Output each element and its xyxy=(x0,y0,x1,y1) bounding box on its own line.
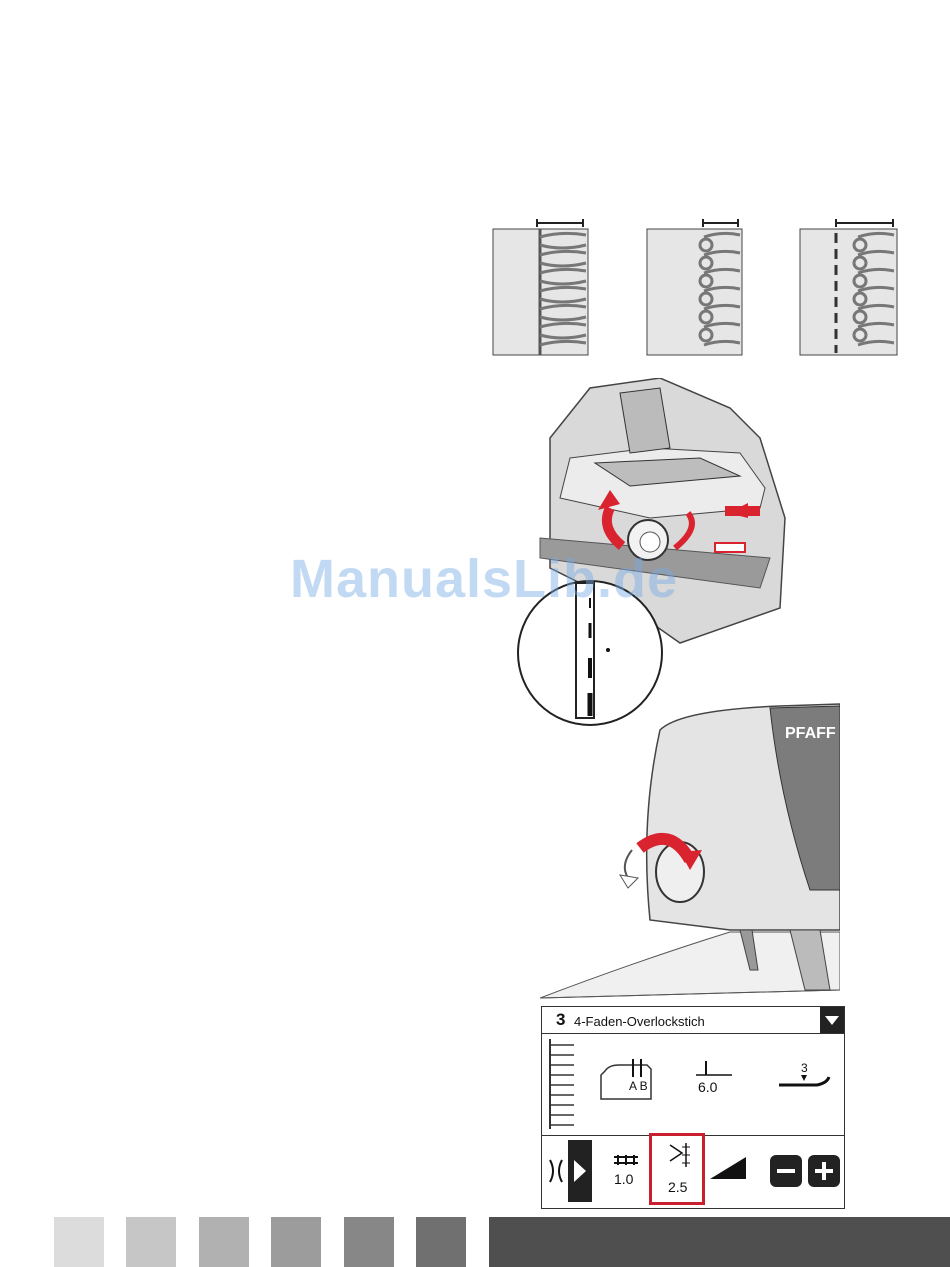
footer-block-4 xyxy=(271,1217,321,1267)
footer-bar xyxy=(489,1217,950,1267)
footer-block-5 xyxy=(344,1217,394,1267)
brand-logo: PFAFF xyxy=(785,725,836,742)
cut-width-button[interactable]: 6.0 xyxy=(692,1059,742,1099)
stitch-sample-left-needle xyxy=(800,219,897,355)
scroll-left-button[interactable] xyxy=(542,1140,592,1202)
cut-width-icon xyxy=(692,1059,742,1079)
footer-block-3 xyxy=(199,1217,249,1267)
stitch-length-button[interactable]: 1.0 xyxy=(610,1153,644,1193)
stitch-sample-right-needle xyxy=(647,219,742,355)
dropdown-arrow-icon[interactable] xyxy=(820,1007,844,1033)
ramp-icon xyxy=(708,1155,748,1181)
presser-foot-pressure-button[interactable]: 3 xyxy=(777,1061,832,1101)
selection-highlight xyxy=(649,1133,705,1205)
cut-width-value: 6.0 xyxy=(698,1079,717,1095)
watermark: ManualsLib.de xyxy=(290,548,678,610)
plus-icon xyxy=(808,1155,840,1187)
stitch-length-value: 1.0 xyxy=(614,1171,633,1187)
stitch-length-icon xyxy=(610,1153,644,1169)
stitch-name: 4-Faden-Overlockstich xyxy=(574,1014,705,1029)
stitch-diagrams-svg xyxy=(490,215,910,360)
minus-icon xyxy=(770,1155,802,1187)
footer-block-2 xyxy=(126,1217,176,1267)
needle-position-button[interactable]: A B xyxy=(597,1055,653,1103)
plus-button[interactable] xyxy=(808,1155,840,1187)
machine-front-illustration: PFAFF xyxy=(540,700,840,1005)
stitch-display-panel: 3 4-Faden-Overlockstich A B 6.0 3 xyxy=(541,1006,845,1209)
stitch-sample-wide xyxy=(493,219,588,355)
play-arrow-icon xyxy=(542,1140,592,1202)
stitch-number: 3 xyxy=(556,1010,565,1030)
minus-button[interactable] xyxy=(770,1155,802,1187)
needle-labels: A B xyxy=(629,1079,648,1093)
presser-foot-icon xyxy=(777,1073,832,1095)
stitch-preview-icon xyxy=(544,1037,578,1131)
footer-block-1 xyxy=(54,1217,104,1267)
stitch-selector[interactable]: 3 4-Faden-Overlockstich xyxy=(542,1007,844,1034)
footer-block-6 xyxy=(416,1217,466,1267)
